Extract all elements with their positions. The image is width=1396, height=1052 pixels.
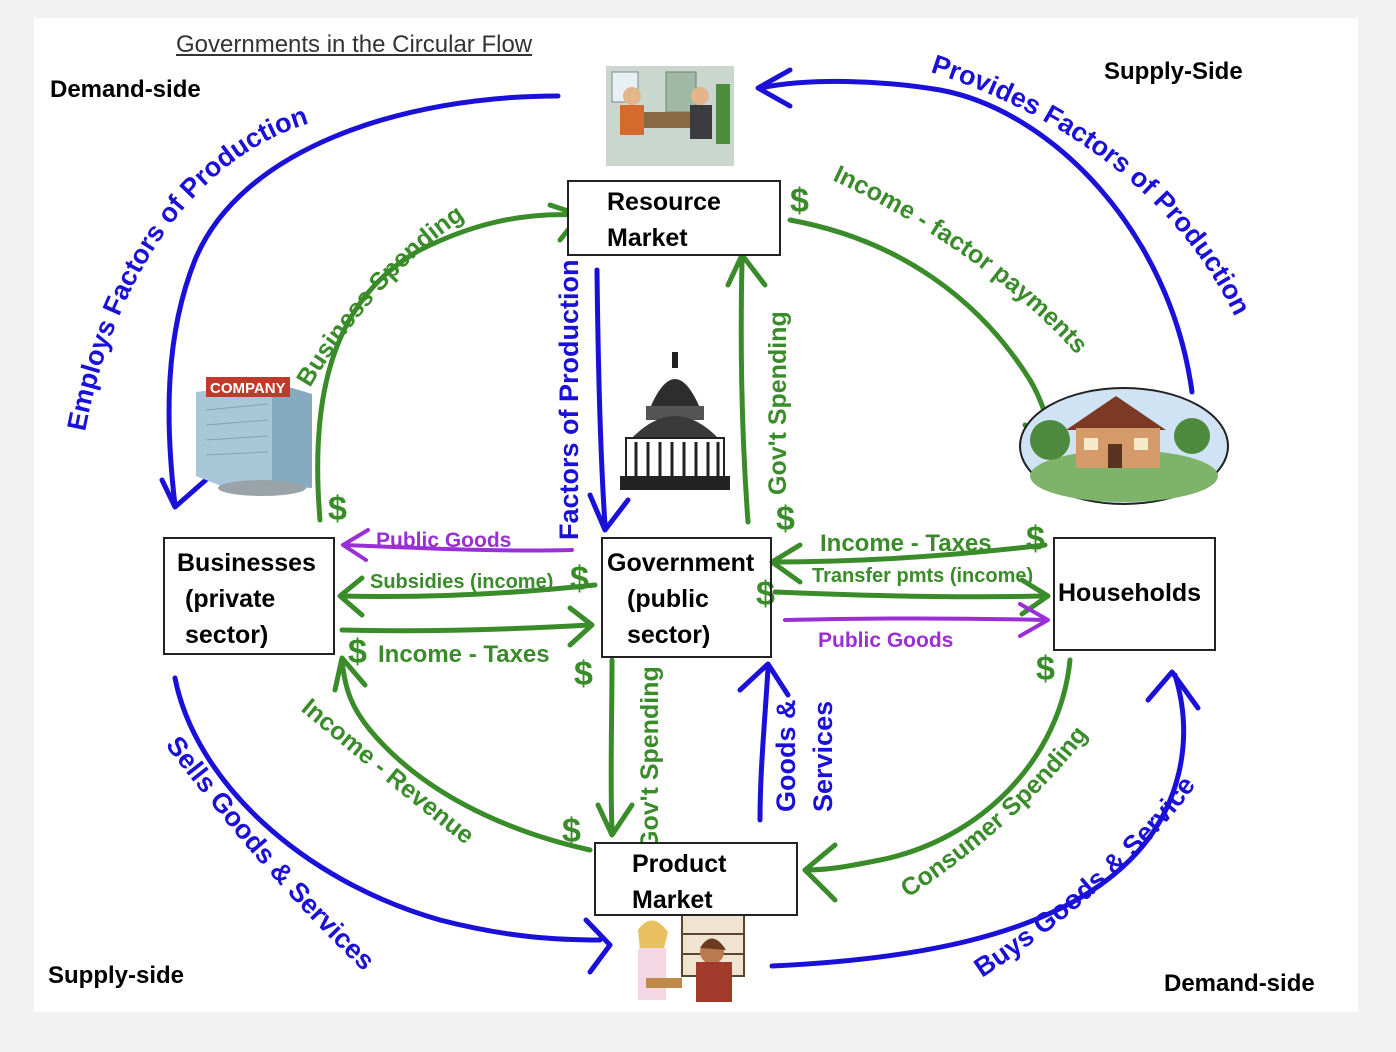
provides-arrowhead bbox=[755, 67, 793, 109]
employs-arrow bbox=[166, 93, 561, 508]
public-goods-right-arrow bbox=[783, 616, 1047, 622]
businesses-label-2: (private bbox=[185, 585, 276, 613]
income-taxes-left-label: Income - Taxes bbox=[378, 641, 550, 668]
income-taxes-left-arrowhead bbox=[567, 605, 595, 648]
resource-market-label-1: Resource bbox=[607, 188, 721, 216]
sells-label: Sells Goods & Services bbox=[160, 730, 380, 976]
dollar-icon: $ bbox=[790, 182, 809, 220]
employs-arrowhead bbox=[159, 475, 211, 510]
dollar-signs: $ $ $ $ $ $ $ $ $ $ bbox=[328, 182, 1055, 850]
resource-market-box: Resource Market bbox=[567, 180, 781, 256]
govt-spending-down-label: Gov't Spending bbox=[636, 666, 664, 850]
green-flow-arrows bbox=[315, 202, 1073, 903]
subsidies-label: Subsidies (income) bbox=[370, 571, 553, 593]
income-revenue-label: Income - Revenue bbox=[296, 693, 479, 850]
buys-label: Buys Goods & Services bbox=[0, 0, 1201, 983]
page-title: Governments in the Circular Flow bbox=[176, 31, 533, 58]
dollar-icon: $ bbox=[328, 490, 347, 528]
goods-services-label-1: Goods & bbox=[771, 700, 801, 813]
transfer-pmts-label: Transfer pmts (income) bbox=[812, 565, 1033, 587]
businesses-box: Businesses (private sector) bbox=[163, 537, 335, 655]
government-label-1: Government bbox=[607, 549, 755, 577]
public-goods-left-arrowhead bbox=[341, 528, 370, 562]
company-sign: COMPANY bbox=[210, 380, 286, 397]
dollar-icon: $ bbox=[574, 655, 593, 693]
business-spending-arrow bbox=[315, 212, 581, 523]
income-taxes-right-arrow bbox=[772, 542, 1048, 565]
product-market-label-2: Market bbox=[632, 886, 713, 914]
subsidies-arrowhead bbox=[337, 575, 365, 618]
corner-label-top-right: Supply-Side bbox=[1104, 58, 1243, 85]
public-goods-right-arrowhead bbox=[1018, 602, 1050, 638]
dollar-icon: $ bbox=[562, 812, 581, 850]
factors-of-production-label: Factors of Production bbox=[554, 259, 584, 540]
goods-services-label-2: Services bbox=[808, 701, 838, 812]
dollar-icon: $ bbox=[776, 500, 795, 538]
income-taxes-right-arrowhead bbox=[769, 542, 803, 585]
corner-label-bottom-left: Supply-side bbox=[48, 962, 185, 989]
consumer-spending-arrow bbox=[802, 657, 1073, 873]
income-taxes-left-arrow bbox=[339, 622, 593, 634]
public-goods-left-label: Public Goods bbox=[376, 529, 511, 552]
resource-market-label-2: Market bbox=[607, 224, 688, 252]
consumer-spending-label: Consumer Spending bbox=[896, 721, 1093, 903]
goods-up-arrow bbox=[757, 665, 771, 823]
sells-arrow bbox=[172, 675, 603, 943]
public-goods-right-label: Public Goods bbox=[818, 629, 953, 652]
provides-arrow bbox=[757, 78, 1195, 395]
transfer-pmts-arrow bbox=[772, 589, 1048, 600]
households-label: Households bbox=[1058, 579, 1202, 607]
government-box: Government (public sector) bbox=[601, 537, 772, 658]
income-taxes-right-label: Income - Taxes bbox=[820, 530, 992, 557]
office-meeting-icon bbox=[606, 66, 734, 166]
provides-label: Provides Factors of Production bbox=[928, 49, 1256, 320]
buys-arrowhead bbox=[1145, 669, 1201, 711]
income-factor-label: Income - factor payments bbox=[829, 160, 1093, 359]
businesses-label-3: sector) bbox=[185, 621, 269, 649]
corner-label-bottom-right: Demand-side bbox=[1164, 970, 1315, 997]
subsidies-arrow bbox=[339, 582, 598, 600]
sells-arrowhead bbox=[583, 917, 613, 975]
households-box: Households bbox=[1053, 537, 1216, 651]
dollar-icon: $ bbox=[1026, 520, 1045, 558]
income-revenue-arrowhead bbox=[332, 655, 368, 693]
govt-spending-up-arrowhead bbox=[725, 252, 768, 288]
corner-label-top-left: Demand-side bbox=[50, 76, 201, 103]
dollar-icon: $ bbox=[570, 560, 589, 598]
factors-down-arrowhead bbox=[587, 492, 631, 533]
blue-flow-arrows bbox=[159, 67, 1201, 975]
factors-down-arrow bbox=[594, 267, 608, 528]
businesses-label-1: Businesses bbox=[177, 549, 316, 577]
capitol-dome-icon bbox=[620, 352, 730, 490]
company-building-icon: COMPANY bbox=[196, 377, 312, 496]
goods-up-arrowhead bbox=[737, 661, 791, 698]
consumer-spending-arrowhead bbox=[802, 842, 838, 903]
house-icon bbox=[1019, 387, 1229, 505]
product-market-box: Product Market bbox=[594, 842, 798, 916]
product-market-label-1: Product bbox=[632, 850, 727, 878]
public-goods-left-arrow bbox=[343, 543, 574, 553]
shopkeeper-icon bbox=[638, 913, 745, 1002]
income-revenue-arrow bbox=[339, 657, 593, 853]
buys-arrow bbox=[769, 672, 1187, 969]
dollar-icon: $ bbox=[348, 633, 367, 671]
govt-spending-down-arrow bbox=[608, 657, 615, 833]
dollar-icon: $ bbox=[1036, 650, 1055, 688]
government-label-2: (public bbox=[627, 585, 709, 613]
government-label-3: sector) bbox=[627, 621, 711, 649]
govt-spending-down-arrowhead bbox=[595, 802, 635, 838]
public-goods-arrows bbox=[341, 528, 1050, 638]
govt-spending-up-arrow bbox=[738, 257, 751, 525]
govt-spending-up-label: Gov't Spending bbox=[764, 311, 792, 495]
business-spending-label: Business Spending bbox=[291, 200, 468, 391]
income-factor-arrow bbox=[787, 217, 1058, 458]
